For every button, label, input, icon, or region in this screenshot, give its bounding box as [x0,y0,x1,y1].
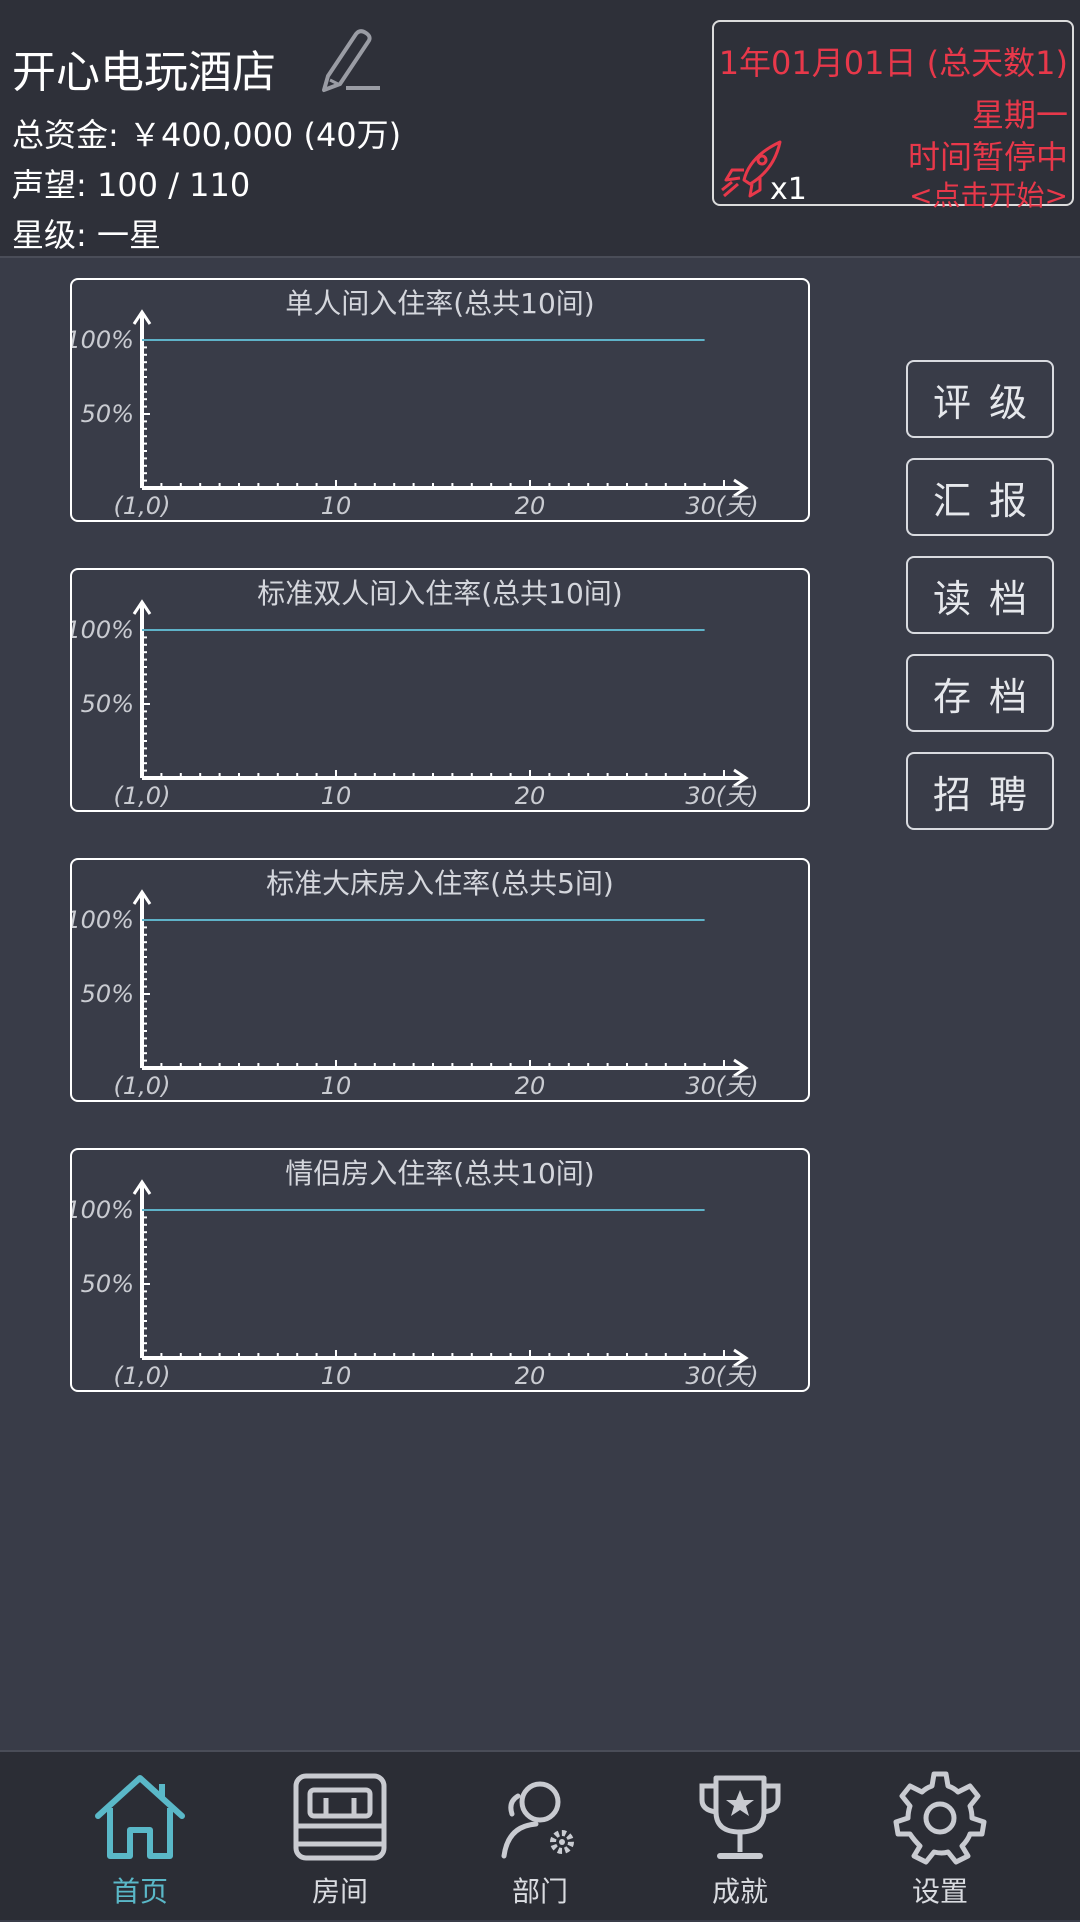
rocket-icon[interactable] [720,136,784,200]
time-status-text: 时间暂停中 [907,138,1068,176]
y-tick-label: 100% [72,326,134,354]
bottom-tab-bar: 首页 房间 部门 成就 [0,1750,1080,1920]
save-game-button[interactable]: 存档 [906,654,1054,732]
x-tick-label: 30(天) [685,782,758,810]
x-axis-arrow [733,768,749,788]
start-time-button[interactable]: <点击开始> [909,179,1068,212]
tab-settings[interactable]: 设置 [850,1752,1030,1922]
chart-couple-room: 情侣房入住率(总共10间) (1,0) 10 20 30(天) 100% 50% [70,1148,810,1392]
x-tick-label: (1,0) [114,492,171,520]
tab-achievements[interactable]: 成就 [650,1752,830,1922]
speed-text: x1 [770,172,807,207]
x-tick-label: 20 [515,1362,546,1390]
date-text: 1年01月01日 (总天数1) [718,44,1068,82]
y-tick-label: 50% [81,690,134,718]
x-tick-label: 30(天) [685,1072,758,1100]
y-tick-label: 50% [81,400,134,428]
hotel-name: 开心电玩酒店 [12,47,276,98]
load-game-button[interactable]: 读档 [906,556,1054,634]
tab-label: 部门 [511,1875,568,1908]
chart-single-room: 单人间入住率(总共10间) (1,0) 10 20 30(天) 100% 50% [70,278,810,522]
x-axis-arrow [733,478,749,498]
y-tick-label: 100% [72,906,134,934]
fame-text: 声望: 100 / 110 [12,166,251,204]
x-tick-label: 30(天) [685,1362,758,1390]
pencil-icon[interactable] [312,26,384,94]
x-tick-label: (1,0) [114,1362,171,1390]
y-tick-label: 100% [72,1196,134,1224]
tab-label: 首页 [111,1875,168,1908]
chart-title: 标准双人间入住率(总共10间) [257,577,623,610]
occupancy-chart: (1,0) 10 20 30(天) 100% 50% [72,1179,759,1390]
y-tick-label: 50% [81,980,134,1008]
y-tick-label: 100% [72,616,134,644]
x-axis-arrow [733,1348,749,1368]
x-tick-label: 20 [515,492,546,520]
tab-label: 成就 [711,1875,768,1908]
tab-rooms[interactable]: 房间 [250,1752,430,1922]
chart-title: 情侣房入住率(总共10间) [285,1157,595,1190]
tab-home[interactable]: 首页 [50,1752,230,1922]
y-axis-arrow [132,889,152,905]
chart-standard-king-room: 标准大床房入住率(总共5间) (1,0) 10 20 30(天) 100% 50% [70,858,810,1102]
star-level-text: 星级: 一星 [12,216,161,254]
chart-standard-twin-room: 标准双人间入住率(总共10间) (1,0) 10 20 30(天) 100% 50% [70,568,810,812]
tab-department[interactable]: 部门 [450,1752,630,1922]
occupancy-chart: (1,0) 10 20 30(天) 100% 50% [72,889,759,1100]
rating-button[interactable]: 评级 [906,360,1054,438]
gear-icon [893,1771,987,1865]
tab-label: 房间 [311,1875,368,1908]
home-icon [95,1775,185,1859]
recruit-button[interactable]: 招聘 [906,752,1054,830]
occupancy-chart: (1,0) 10 20 30(天) 100% 50% [72,599,759,810]
occupancy-chart: (1,0) 10 20 30(天) 100% 50% [72,309,759,520]
trophy-icon [699,1775,781,1859]
x-tick-label: 20 [515,1072,546,1100]
x-tick-label: 10 [321,1072,352,1100]
report-button[interactable]: 汇报 [906,458,1054,536]
y-axis-arrow [132,1179,152,1195]
department-icon [501,1781,574,1859]
x-tick-label: (1,0) [114,782,171,810]
chart-title: 标准大床房入住率(总共5间) [266,867,614,900]
y-tick-label: 50% [81,1270,134,1298]
funds-text: 总资金: ￥400,000 (40万) [12,116,402,154]
tab-label: 设置 [911,1875,968,1908]
bed-icon [293,1773,387,1861]
x-axis-arrow [733,1058,749,1078]
header: 开心电玩酒店 总资金: ￥400,000 (40万) 声望: 100 / 110… [0,0,1080,258]
x-tick-label: 10 [321,782,352,810]
x-tick-label: 20 [515,782,546,810]
y-axis-arrow [132,599,152,615]
time-panel[interactable]: 1年01月01日 (总天数1) 星期一 时间暂停中 <点击开始> x1 [712,20,1074,212]
x-tick-label: 30(天) [685,492,758,520]
x-tick-label: 10 [321,1362,352,1390]
weekday-text: 星期一 [971,96,1068,134]
y-axis-arrow [132,309,152,325]
chart-title: 单人间入住率(总共10间) [285,287,595,320]
x-tick-label: 10 [321,492,352,520]
x-tick-label: (1,0) [114,1072,171,1100]
